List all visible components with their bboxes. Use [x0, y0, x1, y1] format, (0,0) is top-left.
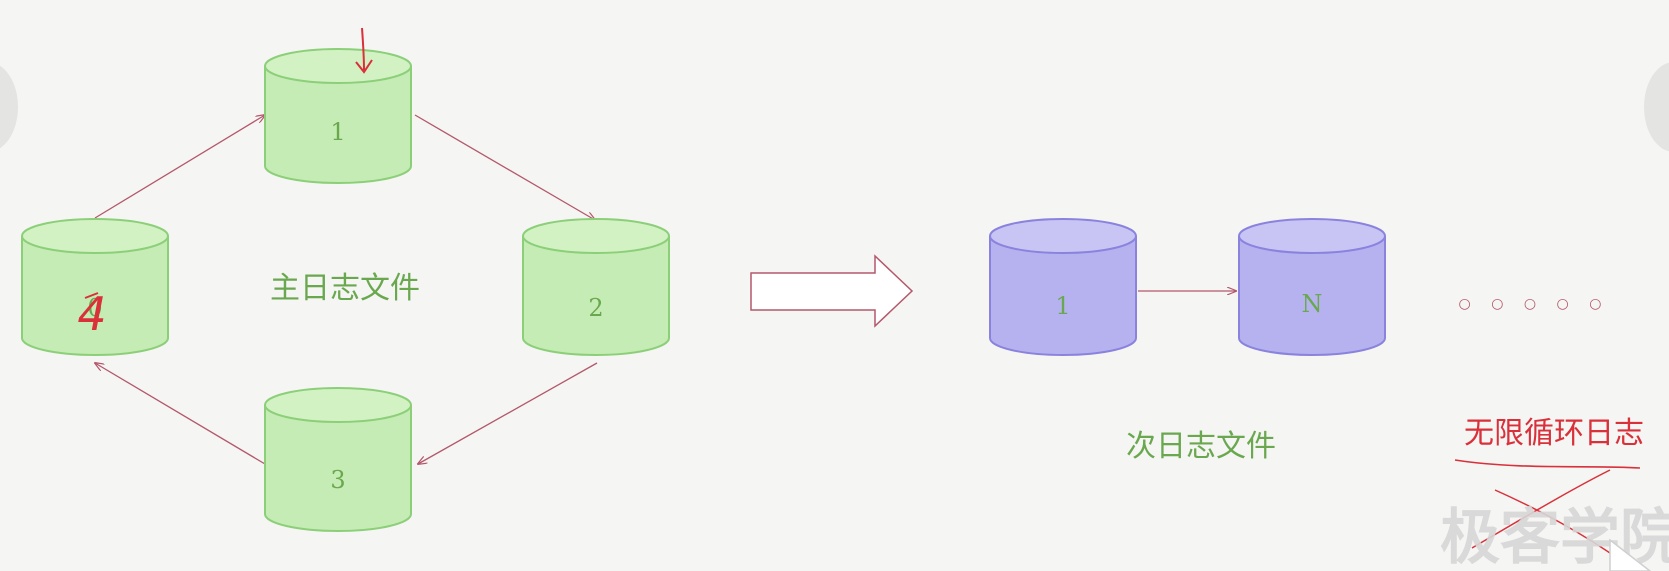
main-log-node-0: 0 4	[21, 218, 169, 356]
main-node-1-label: 1	[330, 118, 345, 146]
main-log-node-2: 2	[522, 218, 670, 356]
main-node-2-label: 2	[588, 294, 603, 322]
annotation-underline	[1454, 459, 1641, 469]
arrow-2-to-3	[418, 362, 598, 464]
main-log-label: 主日志文件	[270, 271, 420, 306]
annotation-cross-icon	[1471, 469, 1621, 561]
secondary-node-n-label: N	[1302, 290, 1323, 318]
hand-drawn-pointer-arrow-icon	[361, 27, 365, 71]
secondary-log-node-n: N	[1238, 218, 1386, 356]
main-log-node-3: 3	[264, 387, 412, 532]
infinite-loop-annotation: 无限循环日志	[1464, 416, 1644, 451]
main-node-0-label: 0	[87, 294, 102, 322]
main-log-node-1: 1	[264, 48, 412, 184]
secondary-node-1-label: 1	[1055, 292, 1070, 320]
main-node-3-label: 3	[330, 466, 345, 494]
play-icon[interactable]	[1609, 538, 1652, 571]
secondary-log-node-1: 1	[989, 218, 1137, 356]
ellipsis-dots: ○ ○ ○ ○ ○	[1459, 296, 1610, 312]
arrow-1-to-2	[414, 114, 595, 220]
strike-stroke-icon	[84, 292, 99, 299]
secondary-log-label: 次日志文件	[1126, 429, 1276, 464]
hollow-right-arrow-icon	[750, 254, 914, 328]
arrow-3-to-0	[95, 363, 266, 465]
arrow-0-to-1	[94, 115, 265, 219]
hand-drawn-pointer-arrowhead	[355, 59, 373, 74]
left-edge-nav-circle	[0, 62, 18, 152]
